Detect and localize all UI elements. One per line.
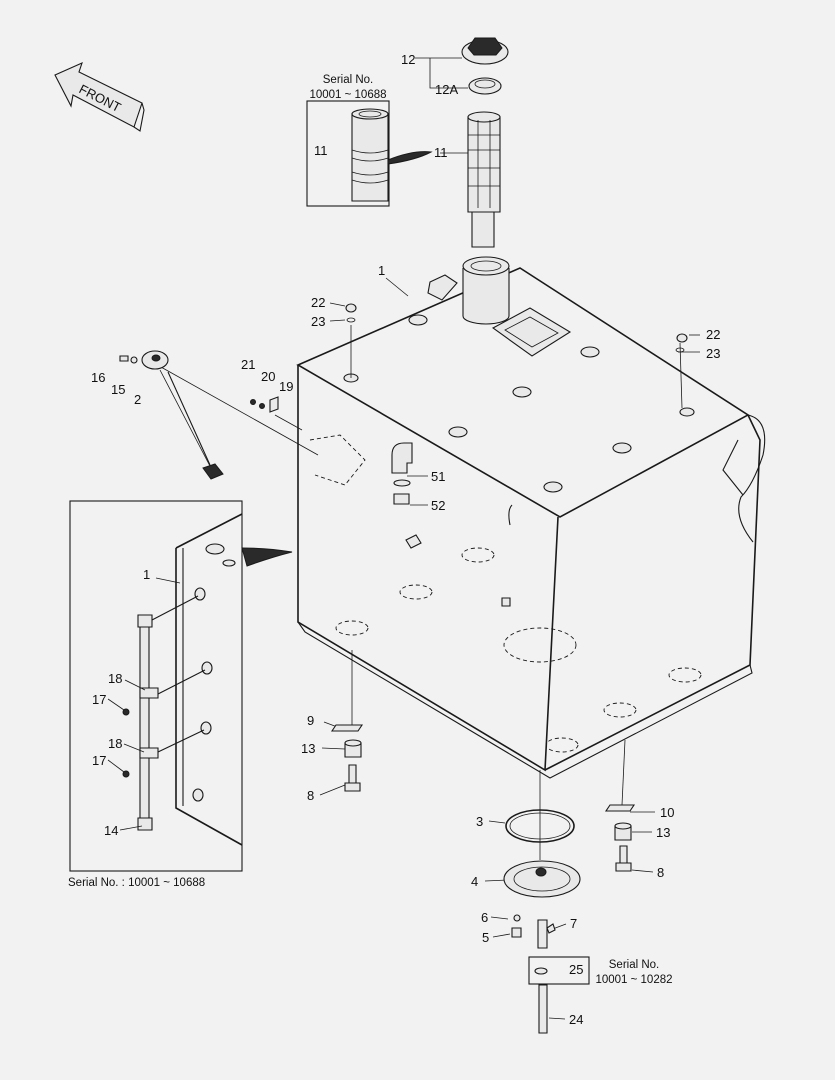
label-16: 16 <box>91 370 105 385</box>
label-1-inset: 1 <box>143 567 150 582</box>
label-19: 19 <box>279 379 293 394</box>
label-15: 15 <box>111 382 125 397</box>
label-4: 4 <box>471 874 478 889</box>
label-23-right: 23 <box>706 346 720 361</box>
label-17-upper: 17 <box>92 692 106 707</box>
serial-top-line1: Serial No. <box>323 74 374 86</box>
label-17-lower: 17 <box>92 753 106 768</box>
label-18-lower: 18 <box>108 736 122 751</box>
level-gauge <box>119 350 279 480</box>
part-labels: 12 12A 11 11 1 22 23 22 23 16 15 2 21 20… <box>91 52 720 1027</box>
label-3: 3 <box>476 814 483 829</box>
label-13-right: 13 <box>656 825 670 840</box>
drain-assembly: Serial No. 10001 ~ 10282 <box>503 809 673 1034</box>
label-8-right: 8 <box>657 865 664 880</box>
label-6: 6 <box>481 910 488 925</box>
serial-bottom-line2: 10001 ~ 10282 <box>595 974 672 986</box>
label-20: 20 <box>261 369 275 384</box>
label-9: 9 <box>307 713 314 728</box>
label-18-upper: 18 <box>108 671 122 686</box>
mounts <box>330 724 636 872</box>
label-10: 10 <box>660 805 674 820</box>
label-23-left: 23 <box>311 314 325 329</box>
label-13-left: 13 <box>301 741 315 756</box>
label-22-right: 22 <box>706 327 720 342</box>
label-51: 51 <box>431 469 445 484</box>
front-arrow: FRONT <box>54 61 145 132</box>
label-25: 25 <box>569 962 583 977</box>
label-21: 21 <box>241 357 255 372</box>
label-12a: 12A <box>435 82 458 97</box>
label-1: 1 <box>378 263 385 278</box>
filler-cap-assembly <box>415 37 509 248</box>
label-7: 7 <box>570 916 577 931</box>
label-11: 11 <box>434 145 448 160</box>
label-52: 52 <box>431 498 445 513</box>
label-12: 12 <box>401 52 415 67</box>
leader-lines <box>151 277 700 1020</box>
label-11-inset: 11 <box>314 143 328 158</box>
label-22-left: 22 <box>311 295 325 310</box>
serial-box-top: Serial No. 10001 ~ 10688 <box>306 74 433 207</box>
top-bosses <box>343 314 695 493</box>
label-2: 2 <box>134 392 141 407</box>
serial-inset: Serial No. : 10001 ~ 10688 <box>68 877 205 889</box>
serial-bottom-line1: Serial No. <box>609 959 660 971</box>
hydraulic-tank <box>296 256 766 779</box>
inset-box: Serial No. : 10001 ~ 10688 <box>68 500 293 889</box>
serial-top-line2: 10001 ~ 10688 <box>309 89 386 101</box>
label-5: 5 <box>482 930 489 945</box>
label-8-left: 8 <box>307 788 314 803</box>
label-24: 24 <box>569 1012 583 1027</box>
label-14: 14 <box>104 823 118 838</box>
